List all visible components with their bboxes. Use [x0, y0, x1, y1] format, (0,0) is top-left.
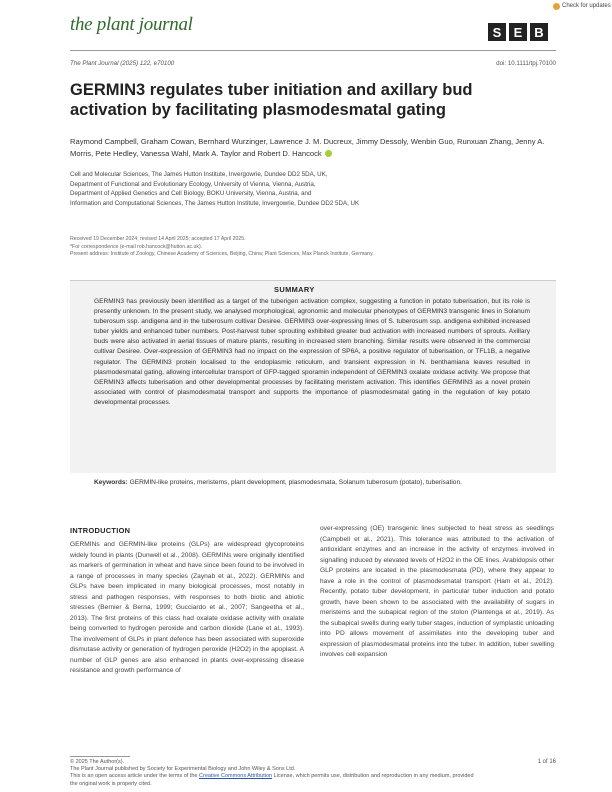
summary-text: GERMIN3 has previously been identified a… [94, 298, 530, 406]
journal-name: the plant journal [70, 14, 193, 35]
received-dates: Received 19 December 2024; revised 14 Ap… [70, 236, 246, 242]
introduction-heading: INTRODUCTION [70, 526, 131, 535]
affiliations: Cell and Molecular Sciences, The James H… [70, 170, 550, 208]
license-link[interactable]: Creative Commons Attribution [199, 773, 273, 780]
license-line: This is an open access article under the… [70, 773, 480, 787]
society-letter-s: S [488, 23, 506, 41]
society-letter-b: B [530, 23, 548, 41]
affiliation-4: Information and Computational Sciences, … [70, 199, 360, 207]
keywords-text: GERMIN-like proteins, meristems, plant d… [129, 479, 462, 486]
page-footer: © 2025 The Author(s). The Plant Journal … [70, 759, 480, 788]
article-history: Received 19 December 2024; revised 14 Ap… [70, 236, 550, 259]
introduction-left-column: GERMINs and GERMIN-like proteins (GLPs) … [70, 541, 304, 674]
check-for-updates-label: Check for updates [562, 3, 611, 9]
license-suffix: License, which permits use, distribution… [70, 773, 474, 787]
summary-heading: SUMMARY [274, 285, 315, 294]
footer-divider [70, 756, 130, 757]
present-address: Present address: Institute of Zoology, C… [70, 251, 374, 257]
copyright: © 2025 The Author(s). [70, 759, 125, 765]
license-prefix: This is an open access article under the… [70, 773, 198, 780]
author-list: Raymond Campbell, Graham Cowan, Bernhard… [70, 136, 550, 159]
affiliation-1: Cell and Molecular Sciences, The James H… [70, 171, 328, 178]
society-logo: S E B [488, 23, 548, 41]
article-title: GERMIN3 regulates tuber initiation and a… [70, 81, 473, 119]
journal-citation: The Plant Journal (2025) 122, e70100 [70, 60, 175, 67]
affiliation-2: Department of Functional and Evolutionar… [70, 180, 316, 188]
article-doi[interactable]: doi: 10.1111/tpj.70100 [496, 60, 556, 67]
keywords-line: Keywords: GERMIN-like proteins, meristem… [94, 478, 530, 488]
header-divider [70, 50, 556, 51]
introduction-right-column: over-expressing (OE) transgenic lines su… [320, 525, 554, 658]
keywords-label: Keywords: [94, 479, 128, 486]
publisher-line: The Plant Journal published by Society f… [70, 766, 296, 773]
society-letter-e: E [509, 23, 527, 41]
authors-text: Raymond Campbell, Graham Cowan, Bernhard… [70, 137, 545, 158]
orcid-icon[interactable] [324, 150, 332, 157]
correspondence: *For correspondence (e-mail rob.hancock@… [70, 243, 203, 250]
summary-panel [70, 280, 556, 473]
affiliation-3: Department of Applied Genetics and Cell … [70, 190, 312, 198]
page-number: 1 of 16 [537, 759, 556, 765]
check-for-updates-badge[interactable]: Check for updates [553, 0, 612, 12]
updates-icon [553, 2, 560, 10]
